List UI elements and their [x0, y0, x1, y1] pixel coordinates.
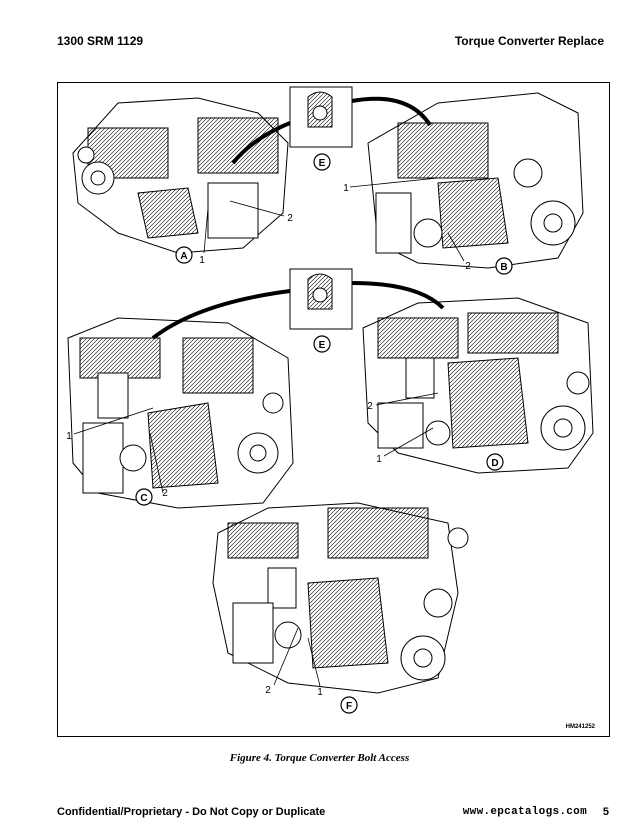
header-section-title: Torque Converter Replace — [454, 34, 604, 48]
detail-inset-e-upper — [289, 86, 353, 148]
view-label-e-upper: E — [319, 158, 326, 169]
view-label-b: B — [500, 262, 507, 273]
view-label-f: F — [346, 701, 352, 712]
page-number: 5 — [602, 806, 609, 818]
view-circle-e-lower — [313, 335, 331, 353]
engine-drawing-c — [67, 317, 294, 509]
figure-caption: Figure 4. Torque Converter Bolt Access — [229, 752, 410, 764]
detail-inset-e-lower — [289, 268, 353, 330]
view-label-a: A — [180, 251, 187, 262]
view-circle-e-upper — [313, 153, 331, 171]
callout-f-2: 2 — [265, 685, 271, 696]
callout-d-1: 1 — [376, 454, 382, 465]
view-label-d: D — [491, 458, 498, 469]
callout-f-1: 1 — [317, 687, 323, 698]
view-circle-d — [486, 453, 504, 471]
callout-a-1: 1 — [199, 255, 205, 266]
connector-arcs — [151, 96, 445, 340]
footer-website-watermark: www.epcatalogs.com — [462, 806, 587, 818]
header-document-id: 1300 SRM 1129 — [57, 34, 144, 48]
view-label-e-lower: E — [319, 340, 326, 351]
footer-confidential-notice: Confidential/Proprietary - Do Not Copy o… — [57, 806, 326, 818]
engine-drawing-b — [367, 92, 584, 269]
view-circle-b — [495, 257, 513, 275]
callout-b-2: 2 — [465, 261, 471, 272]
callout-c-1: 1 — [66, 431, 72, 442]
callout-a-2: 2 — [287, 213, 293, 224]
callout-d-2: 2 — [367, 401, 373, 412]
figure-code: HM241252 — [565, 724, 595, 730]
engine-drawing-d — [362, 297, 594, 474]
view-circle-a — [175, 246, 193, 264]
view-circle-c — [135, 488, 153, 506]
callout-c-2: 2 — [162, 488, 168, 499]
callout-b-1: 1 — [343, 183, 349, 194]
engine-drawing-a — [72, 97, 289, 254]
leader-lines — [73, 177, 465, 687]
engine-drawing-f — [212, 502, 469, 694]
view-circle-f — [340, 696, 358, 714]
engine-illustration: A B C D E E F 1 2 1 2 1 2 1 2 1 2 — [66, 86, 594, 714]
view-label-c: C — [140, 493, 147, 504]
figure-frame: A B C D E E F 1 2 1 2 1 2 1 2 1 2 HM2412… — [57, 82, 610, 737]
